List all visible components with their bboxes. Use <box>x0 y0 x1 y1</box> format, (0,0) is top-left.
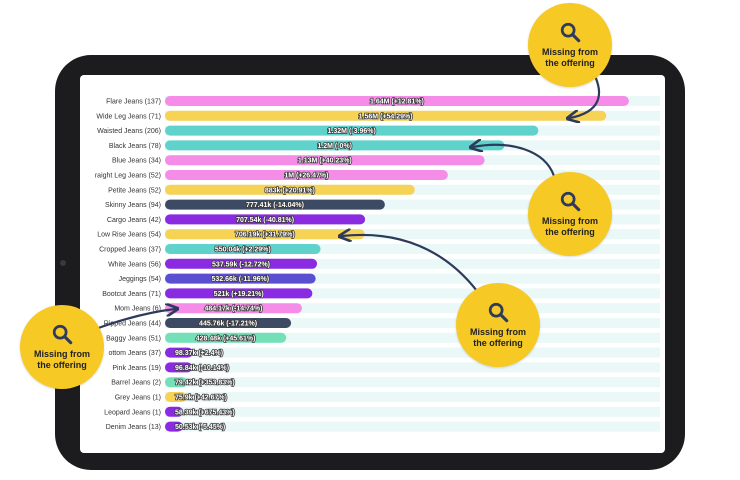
data-label: 1.32M (-3.96%) <box>328 128 376 135</box>
category-label: White Jeans (56) <box>108 261 161 268</box>
bar-track <box>165 288 660 299</box>
bar <box>165 140 505 151</box>
data-label: 484.17k (-14.74%) <box>204 306 262 313</box>
category-label: Cropped Jeans (37) <box>99 247 161 254</box>
bar <box>165 184 415 195</box>
bar <box>165 288 313 299</box>
category-label: Leopard Jeans (1) <box>104 409 161 416</box>
callout-text: Missing from the offering <box>541 216 598 237</box>
bar <box>165 96 629 106</box>
category-label: Low Rise Jeans (54) <box>97 232 161 239</box>
data-label: 1M (+26.47%) <box>284 173 328 180</box>
bar-track <box>165 406 660 417</box>
callout-wide-leg: Missing from the offering <box>528 3 612 87</box>
data-label: 550.04k (+2.29%) <box>215 247 271 254</box>
category-label: Bootcut Jeans (71) <box>102 291 161 298</box>
category-label: Waisted Jeans (206) <box>97 128 161 135</box>
callout-text: Missing from the offering <box>33 349 90 370</box>
data-label: 1.2M (-0%) <box>317 143 352 150</box>
data-label: 707.54k (-40.81%) <box>236 217 294 224</box>
data-label: 75.9k (+42.67%) <box>175 395 227 402</box>
data-label: 428.48k (+45.61%) <box>196 335 256 342</box>
magnifier-icon <box>52 324 73 345</box>
callout-text: Missing from the offering <box>541 47 598 68</box>
category-label: Pink Jeans (19) <box>112 365 161 372</box>
bar-track <box>165 421 660 432</box>
bar <box>165 110 607 121</box>
category-label: Black Jeans (78) <box>109 143 161 150</box>
bar <box>165 229 365 240</box>
data-label: 58.39k (+675.43%) <box>175 409 235 416</box>
bar <box>165 406 183 417</box>
category-label: Grey Jeans (1) <box>115 395 161 402</box>
category-label: Ripped Jeans (44) <box>104 321 161 328</box>
bar <box>165 362 193 373</box>
category-label: Skinny Jeans (94) <box>105 202 161 209</box>
data-label: 1.64M (+12.81%) <box>370 99 424 106</box>
category-label: Mom Jeans (6) <box>114 306 161 313</box>
data-label: 537.59k (-12.72%) <box>212 261 270 268</box>
data-label: 79.42k (+353.83%) <box>175 380 235 387</box>
bar-track <box>165 332 660 343</box>
category-label: Petite Jeans (52) <box>108 187 161 194</box>
bar <box>165 347 193 358</box>
bar-track <box>165 362 660 373</box>
bar-track <box>165 377 660 388</box>
category-label: Jeggings (54) <box>119 276 161 283</box>
bar <box>165 332 287 343</box>
data-label: 98.37k (+2.4%) <box>175 350 223 357</box>
tablet-camera <box>60 260 66 266</box>
magnifier-icon <box>488 302 509 323</box>
data-label: 883k (+20.91%) <box>265 187 315 194</box>
data-label: 521k (+19.21%) <box>214 291 264 298</box>
bar-track <box>165 392 660 402</box>
bar <box>165 273 316 284</box>
bar <box>165 199 385 210</box>
bar <box>165 244 321 254</box>
bar-chart: Flare Jeans (137) 1.64M (+12.81%) Wide Leg… <box>95 96 660 432</box>
data-label: 777.41k (-14.04%) <box>246 202 304 209</box>
bar-track <box>165 199 660 210</box>
category-label: ottom Jeans (37) <box>108 350 161 357</box>
data-label: 706.19k (+31.79%) <box>235 232 295 239</box>
category-label: Barrel Jeans (2) <box>111 380 161 387</box>
callout-low-rise: Missing from the offering <box>456 283 540 367</box>
bar <box>165 421 183 432</box>
magnifier-icon <box>560 22 581 43</box>
category-label: Baggy Jeans (51) <box>106 335 161 342</box>
category-label: Cargo Jeans (42) <box>107 217 161 224</box>
callout-text: Missing from the offering <box>469 327 526 348</box>
data-label: 1.56M (+54.29%) <box>359 113 413 120</box>
bar-track <box>165 214 660 225</box>
data-label: 96.84k (-10.14%) <box>175 365 229 372</box>
category-label: Flare Jeans (137) <box>106 99 161 106</box>
bar <box>165 303 302 314</box>
callout-black: Missing from the offering <box>528 172 612 256</box>
bar-track <box>165 303 660 314</box>
data-label: 50.53k (-5.45%) <box>175 424 225 431</box>
bar <box>165 170 448 180</box>
bar-track <box>165 318 660 328</box>
data-label: 445.76k (-17.21%) <box>199 321 257 328</box>
category-label: Denim Jeans (13) <box>106 424 161 431</box>
bar <box>165 125 539 136</box>
data-label: 532.66k (-11.96%) <box>212 276 270 283</box>
category-label: Blue Jeans (34) <box>112 158 161 165</box>
bar-track <box>165 347 660 358</box>
bar <box>165 392 187 402</box>
bar <box>165 214 366 225</box>
category-label: Wide Leg Jeans (71) <box>96 113 161 120</box>
bar <box>165 318 292 328</box>
data-label: 1.13M (+40.23%) <box>298 158 352 165</box>
callout-mom: Missing from the offering <box>20 305 104 389</box>
category-label: raight Leg Jeans (52) <box>95 173 161 180</box>
magnifier-icon <box>560 191 581 212</box>
bar <box>165 155 485 166</box>
bar <box>165 258 318 269</box>
bar <box>165 377 188 388</box>
